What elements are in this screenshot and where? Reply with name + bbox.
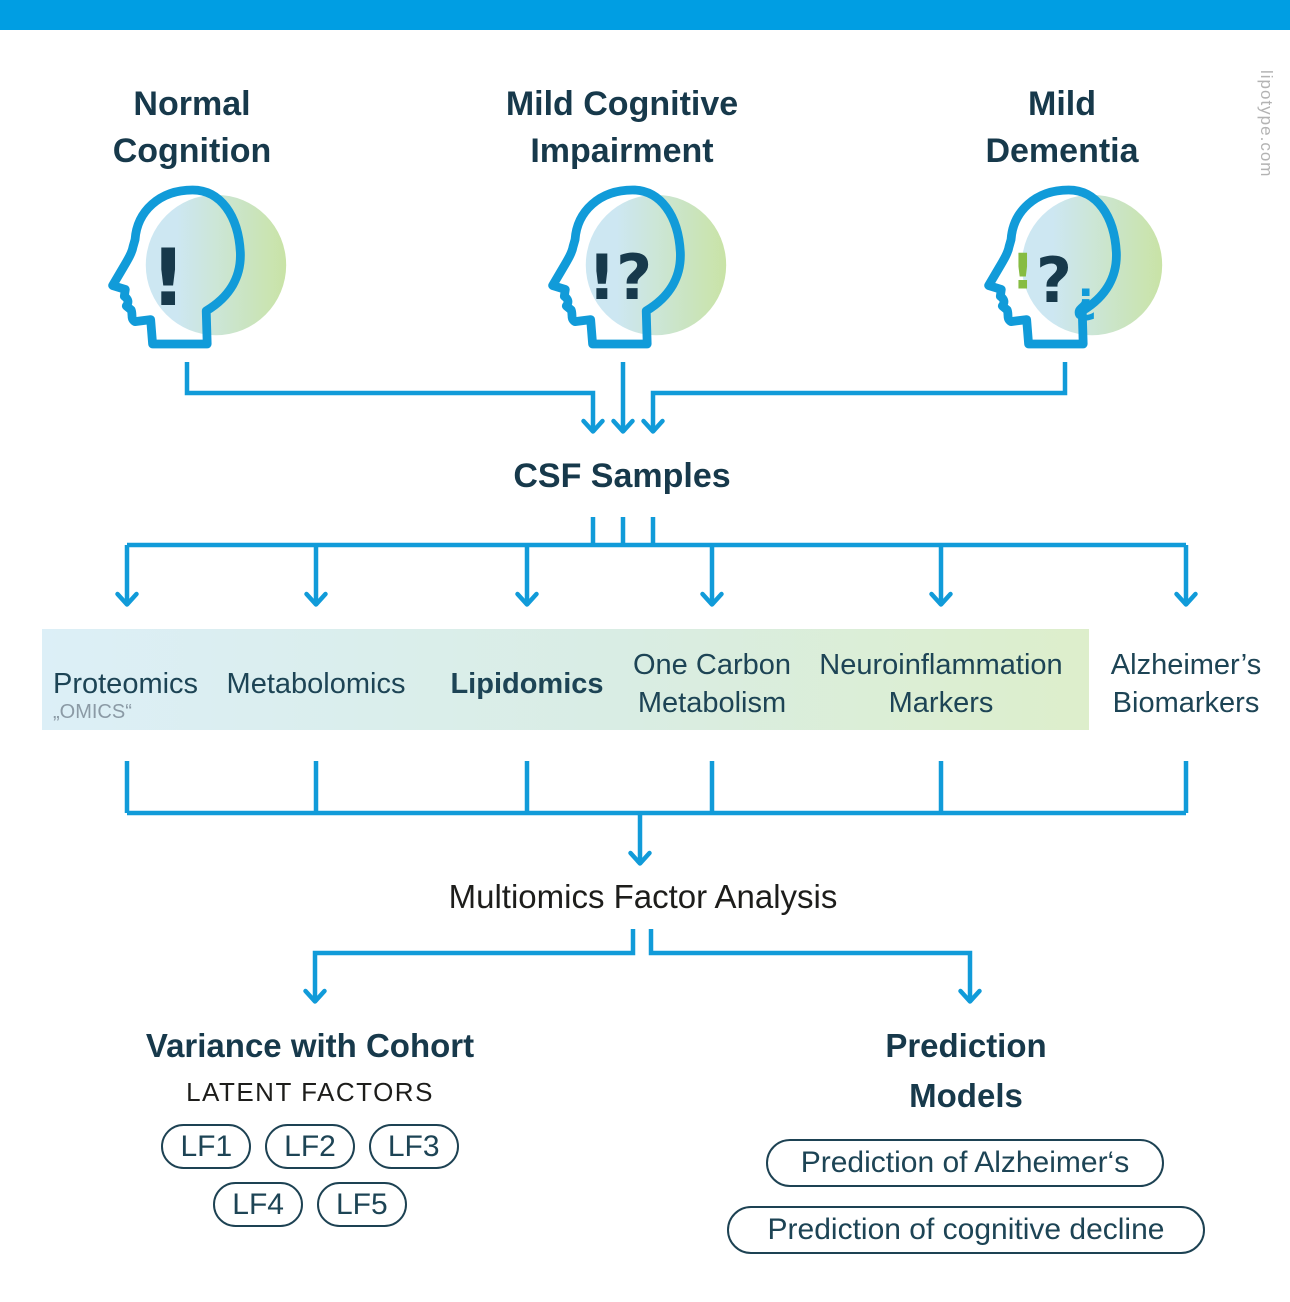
cohort-title-line: Cognition xyxy=(112,132,272,170)
omics-band xyxy=(42,629,1089,730)
question-mark: ? xyxy=(1036,244,1072,317)
cohort-title-mci: Mild Cognitive Impairment xyxy=(432,81,812,175)
fork-left xyxy=(312,929,636,998)
omics-item-neuroinflammation: Neuroinflammation Markers xyxy=(811,646,1071,722)
head-profile-icon-mci: !? xyxy=(548,185,727,349)
watermark-text: lipotype.com xyxy=(1257,70,1276,178)
arrowhead xyxy=(303,988,327,1004)
prediction-pill-alzheimers: Prediction of Alzheimer‘s xyxy=(766,1139,1164,1187)
cohort-title-normal-cognition: Normal Cognition xyxy=(2,81,382,175)
omics-item-label: Neuroinflammation xyxy=(819,649,1063,681)
cohort-title-line: Mild xyxy=(1028,85,1096,123)
omics-item-proteomics: Proteomics xyxy=(53,665,273,703)
omics-item-label: Alzheimer’s xyxy=(1110,649,1262,681)
prediction-title: Prediction Models xyxy=(766,1021,1166,1121)
arrowhead xyxy=(581,418,605,434)
arrow-dementia-to-csf xyxy=(650,362,1068,428)
head-outline xyxy=(108,185,245,349)
omics-item-alzheimers-biomarkers: Alzheimer’s Biomarkers xyxy=(1076,646,1290,722)
omics-item-lipidomics: Lipidomics xyxy=(397,665,657,703)
latent-factors-row-2: LF4 LF5 xyxy=(110,1182,510,1227)
gradient-circle xyxy=(1021,194,1163,336)
latent-factor-pill: LF5 xyxy=(317,1182,407,1227)
arrowhead xyxy=(700,591,724,607)
inverted-question-mark: ¿ xyxy=(1072,273,1097,323)
latent-factor-pill: LF1 xyxy=(161,1124,252,1169)
arrowhead xyxy=(611,418,635,434)
variance-title-line: Variance with Cohort xyxy=(145,1027,475,1064)
omics-item-label: Proteomics xyxy=(53,668,199,700)
latent-factor-pill: LF2 xyxy=(265,1124,355,1169)
cohort-title-line: Normal xyxy=(133,85,251,123)
head-profile-icon-dementia: ! ? ¿ xyxy=(984,185,1163,349)
head-profile-icon-normal: ! xyxy=(108,185,287,349)
omics-item-one-carbon: One Carbon Metabolism xyxy=(582,646,842,722)
gradient-circle xyxy=(145,194,287,336)
omics-item-label: Metabolomics xyxy=(226,668,406,700)
csf-output-ticks xyxy=(590,517,656,545)
omics-output-ticks xyxy=(124,761,1189,813)
omics-item-metabolomics: Metabolomics xyxy=(186,665,446,703)
prediction-title-line: Prediction xyxy=(885,1027,1047,1064)
arrowhead xyxy=(1174,591,1198,607)
gradient-circle xyxy=(585,194,727,336)
omics-caption: „OMICS“ xyxy=(53,701,132,723)
exclamation-question-mark: !? xyxy=(588,241,653,314)
latent-factors-row-1: LF1 LF2 LF3 xyxy=(110,1124,510,1169)
head-outline xyxy=(984,185,1121,349)
exclamation-mark: ! xyxy=(150,234,186,324)
exclamation-mark: ! xyxy=(1012,244,1034,300)
arrowhead xyxy=(515,591,539,607)
arrowhead xyxy=(115,591,139,607)
analysis-title: Multiomics Factor Analysis xyxy=(448,878,838,915)
omics-item-label: Lipidomics xyxy=(450,668,604,700)
variance-title: Variance with Cohort xyxy=(110,1021,510,1071)
latent-factors-caption: LATENT FACTORS xyxy=(186,1077,434,1107)
arrows-to-omics xyxy=(124,545,1189,601)
arrowhead xyxy=(929,591,953,607)
top-accent-bar xyxy=(0,0,1290,30)
prediction-pill-cognitive-decline: Prediction of cognitive decline xyxy=(727,1206,1205,1254)
arrowhead xyxy=(958,988,982,1004)
omics-item-label: Metabolism xyxy=(637,687,787,719)
arrowhead xyxy=(641,418,665,434)
cohort-title-mild-dementia: Mild Dementia xyxy=(872,81,1252,175)
prediction-title-line: Models xyxy=(909,1077,1023,1114)
fork-right xyxy=(648,929,973,998)
omics-item-label: Biomarkers xyxy=(1112,687,1260,719)
cohort-title-line: Impairment xyxy=(530,132,714,170)
csf-samples-title: CSF Samples xyxy=(513,457,731,495)
cohort-title-line: Dementia xyxy=(985,132,1139,170)
latent-factor-pill: LF4 xyxy=(213,1182,303,1227)
arrowhead xyxy=(628,850,652,866)
cohort-title-line: Mild Cognitive xyxy=(505,85,739,123)
head-outline xyxy=(548,185,685,349)
latent-factor-pill: LF3 xyxy=(368,1124,459,1169)
arrow-normal-to-csf xyxy=(184,362,596,428)
omics-item-label: Markers xyxy=(888,687,994,719)
omics-item-label: One Carbon xyxy=(633,649,791,681)
arrowhead xyxy=(304,591,328,607)
